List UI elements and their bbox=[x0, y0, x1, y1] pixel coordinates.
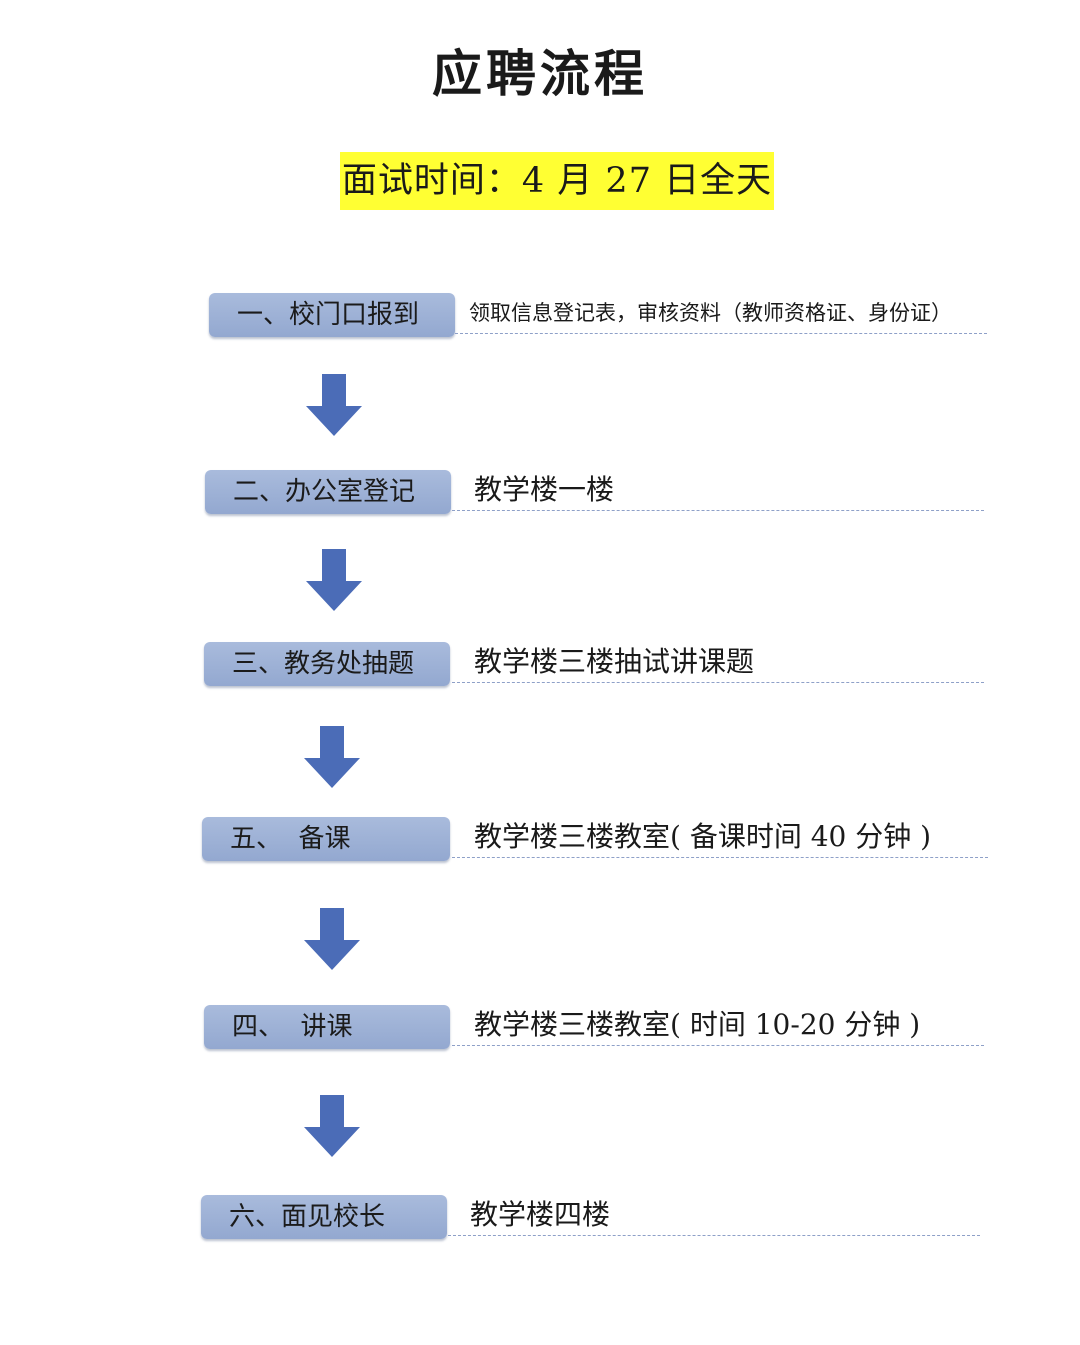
step-1-box: 一、校门口报到 bbox=[209, 293, 455, 337]
step-6-box: 六、面见校长 bbox=[201, 1195, 447, 1239]
arrow-down-icon bbox=[304, 726, 360, 788]
step-1-description: 领取信息登记表，审核资料（教师资格证、身份证） bbox=[455, 293, 987, 334]
step-3-description: 教学楼三楼抽试讲课题 bbox=[452, 642, 984, 683]
step-4-description: 教学楼三楼教室( 备课时间 40 分钟 ) bbox=[452, 817, 988, 858]
arrow-down-icon bbox=[304, 1095, 360, 1157]
arrow-down-icon bbox=[306, 374, 362, 436]
arrow-down-icon bbox=[306, 549, 362, 611]
step-5-box: 四、 讲课 bbox=[204, 1005, 450, 1049]
arrow-down-icon bbox=[304, 908, 360, 970]
interview-time-banner: 面试时间：4 月 27 日全天 bbox=[340, 152, 774, 210]
step-2-description: 教学楼一楼 bbox=[452, 470, 984, 511]
step-6-description: 教学楼四楼 bbox=[448, 1195, 980, 1236]
step-4-box: 五、 备课 bbox=[202, 817, 450, 861]
step-2-box: 二、办公室登记 bbox=[205, 470, 451, 514]
page-title: 应聘流程 bbox=[432, 44, 648, 103]
step-5-description: 教学楼三楼教室( 时间 10-20 分钟 ) bbox=[452, 1005, 984, 1046]
step-3-box: 三、教务处抽题 bbox=[204, 642, 450, 686]
